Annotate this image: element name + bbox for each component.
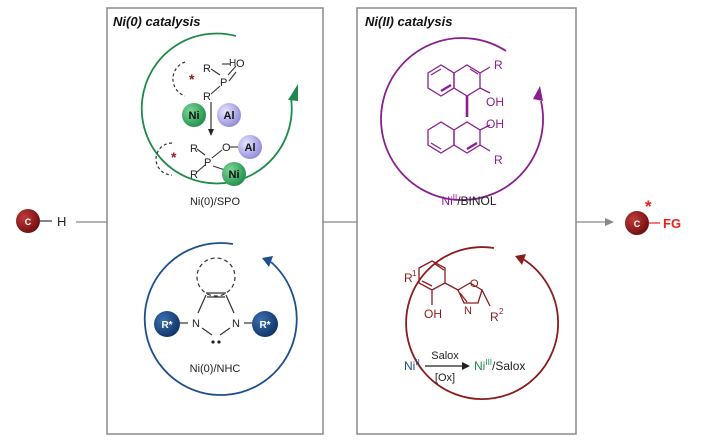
salox-cycle: R 1 OH N O R 2 NiII Salox [Ox] NiIII/Sal… [404, 246, 559, 400]
binol-cycle [380, 37, 544, 201]
svg-text:O: O [236, 58, 245, 70]
svg-text:R: R [203, 91, 211, 103]
substrate-ch: C H [16, 209, 66, 233]
svg-text:R: R [494, 58, 503, 72]
salox-product: NiIII/Salox [474, 358, 525, 373]
svg-text:H: H [229, 58, 236, 69]
svg-text:OH: OH [424, 307, 442, 321]
svg-text:O: O [222, 142, 231, 154]
ni-sphere-1 [182, 103, 206, 127]
nhc-cycle-arrowhead [262, 256, 273, 267]
svg-text:N: N [232, 318, 240, 330]
binol-cycle-arc [380, 37, 544, 201]
binol-cycle-arrowhead [533, 86, 543, 101]
svg-text:R: R [203, 63, 211, 75]
svg-text:Ni: Ni [189, 110, 200, 122]
product-cfg: C * FG [625, 197, 681, 235]
svg-text:2: 2 [499, 307, 504, 316]
spo-cycle-arrowhead [288, 84, 298, 101]
nhc-label: Ni(0)/NHC [190, 363, 241, 375]
salox-reactant: NiII [404, 358, 420, 373]
svg-text:Ni: Ni [229, 169, 240, 181]
product-fg-label: FG [663, 216, 681, 231]
product-arrowhead [605, 218, 614, 226]
spo-cycle-arc [140, 32, 293, 185]
ni0-panel-border [106, 7, 324, 435]
svg-text:[Ox]: [Ox] [435, 372, 455, 384]
svg-text:P: P [220, 77, 227, 89]
ni-sphere-2 [222, 162, 246, 186]
spo-stereo-star: * [189, 71, 195, 87]
svg-text:R: R [190, 143, 198, 155]
svg-text:P: P [204, 157, 211, 169]
svg-text:Al: Al [224, 110, 235, 122]
svg-text:R*: R* [161, 320, 172, 331]
svg-text:R: R [494, 153, 503, 167]
nhc-cycle: N N R* R* Ni(0)/NHC [143, 242, 298, 396]
flow-lines [76, 218, 614, 226]
nhc-r-sphere-left [154, 311, 180, 337]
nhc-cycle-arc [143, 242, 298, 396]
nhc-r-sphere-right [252, 311, 278, 337]
substrate-c-label: C [25, 217, 32, 227]
svg-text:R: R [490, 310, 499, 324]
al-sphere-1 [217, 103, 241, 127]
svg-text:R*: R* [259, 320, 270, 331]
product-star: * [645, 197, 652, 216]
binol-label: NiII/BINOL [441, 193, 496, 208]
binol-labels: R OH OH R [486, 58, 504, 167]
svg-text:R: R [190, 169, 198, 181]
svg-text:N: N [464, 305, 472, 317]
al-sphere-2 [238, 135, 262, 159]
svg-text:*: * [171, 149, 177, 165]
product-c-label: C [634, 219, 641, 229]
salox-cycle-arrowhead [515, 254, 526, 265]
spo-cycle: * R R P O H Ni Al * R R P O Al Ni Ni(0)/… [140, 32, 298, 208]
svg-text:1: 1 [412, 269, 417, 278]
substrate-h-label: H [57, 214, 66, 229]
spo-label: Ni(0)/SPO [190, 196, 241, 208]
ni2-panel-title: Ni(II) catalysis [365, 14, 452, 29]
salox-cycle-arc [405, 246, 559, 400]
svg-text:Salox: Salox [431, 350, 459, 362]
svg-text:Al: Al [245, 142, 256, 154]
ni2-panel-border [356, 7, 577, 435]
svg-text:OH: OH [486, 117, 504, 131]
ni0-panel-title: Ni(0) catalysis [113, 14, 200, 29]
svg-text:OH: OH [486, 95, 504, 109]
svg-text:N: N [192, 318, 200, 330]
svg-text:O: O [470, 278, 479, 290]
svg-text:R: R [404, 271, 413, 285]
